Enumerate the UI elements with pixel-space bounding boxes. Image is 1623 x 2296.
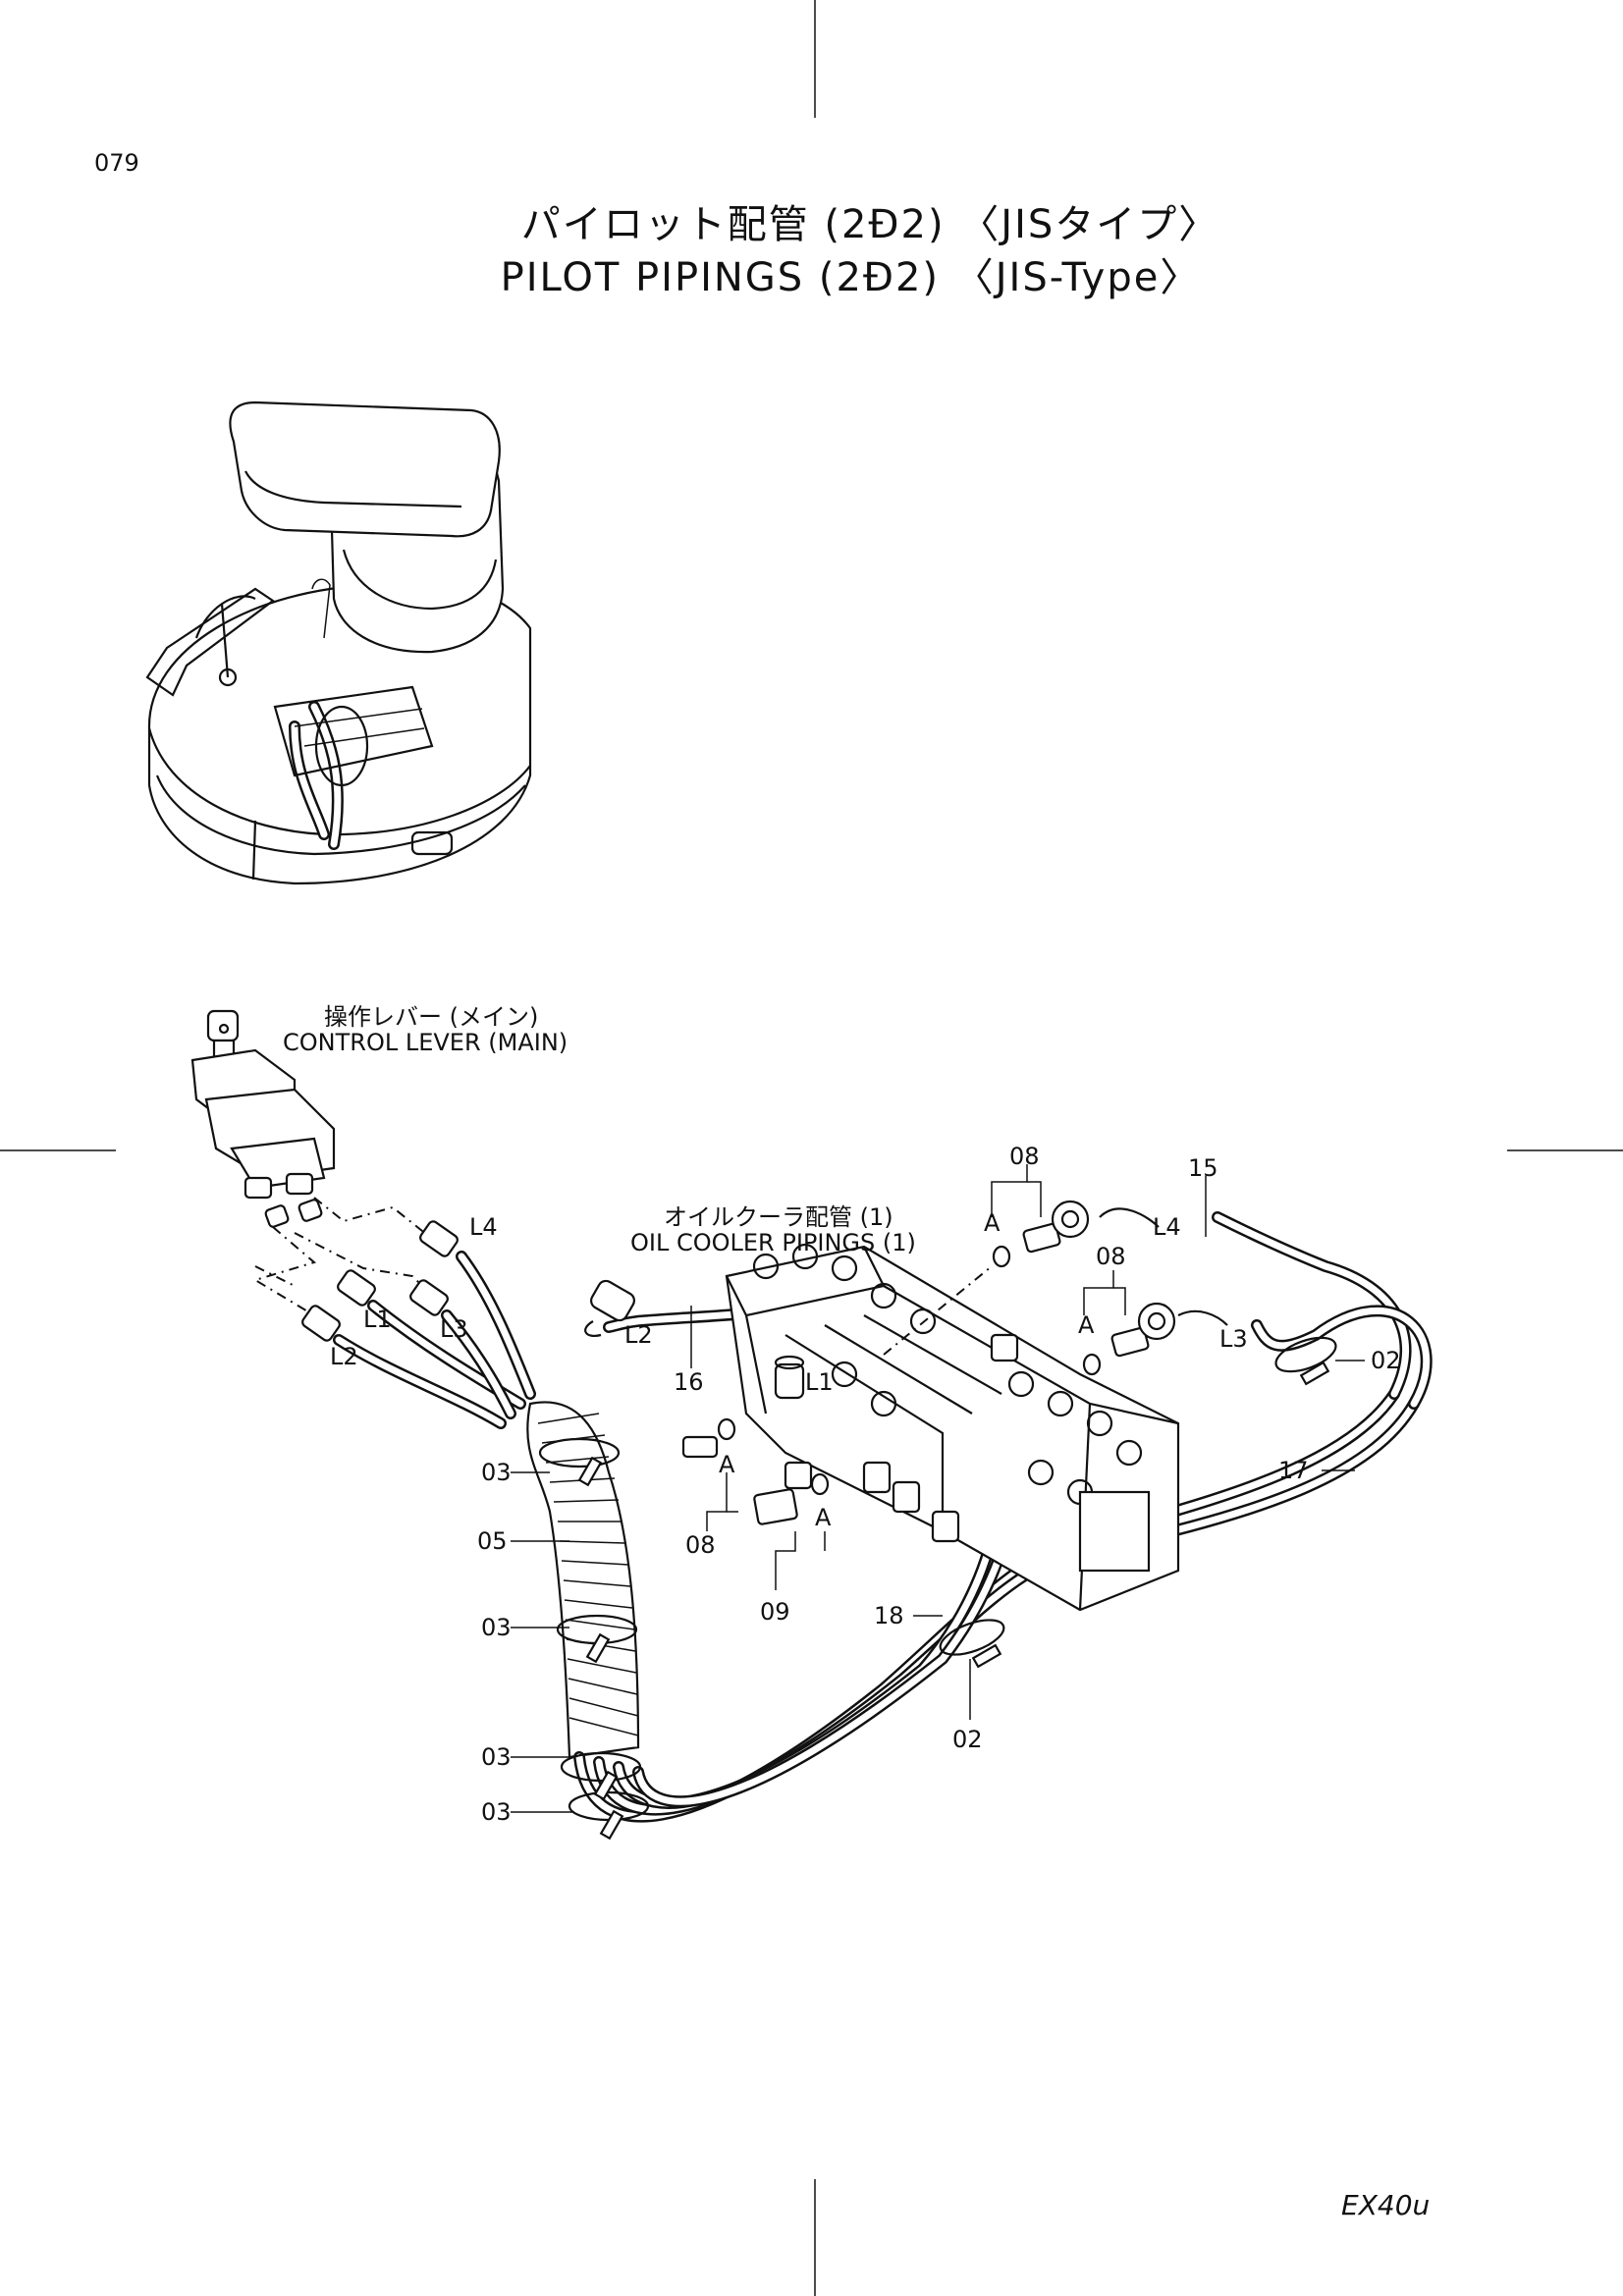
machine-overview-illustration <box>145 400 532 885</box>
callout-08-left: 08 <box>685 1531 716 1559</box>
port-label-l3-valve: L3 <box>1219 1325 1248 1353</box>
detail-mark-a-top: A <box>984 1209 1001 1237</box>
oil-cooler-fitting <box>584 1279 635 1337</box>
leader-l2-l1 <box>252 1226 317 1316</box>
detail-mark-a-elbow: A <box>815 1504 832 1531</box>
leader-l4 <box>313 1197 443 1248</box>
detail-mark-a-left: A <box>719 1451 735 1478</box>
detail-mark-a-right: A <box>1078 1311 1095 1339</box>
callout-03-upper: 03 <box>481 1459 512 1486</box>
callout-17: 17 <box>1278 1457 1309 1484</box>
callout-15: 15 <box>1188 1154 1218 1182</box>
callout-09: 09 <box>760 1598 790 1626</box>
callout-18: 18 <box>874 1602 904 1629</box>
page-title-english: PILOT PIPINGS (2Ð2) 〈JIS-Type〉 <box>500 255 1202 300</box>
right-fittings <box>992 1200 1228 1376</box>
lever-hoses <box>333 1251 536 1429</box>
control-lever-illustration <box>190 1009 336 1228</box>
valve-fittings <box>681 1355 830 1525</box>
port-label-l2-lever: L2 <box>330 1343 358 1370</box>
leader-mid <box>254 1265 296 1287</box>
port-label-l4-lever: L4 <box>469 1213 498 1241</box>
page-title-japanese: パイロット配管 (2Ð2) 〈JISタイプ〉 <box>520 202 1220 247</box>
port-label-l1-valve: L1 <box>805 1368 834 1396</box>
control-valve-block <box>725 1243 1180 1612</box>
control-lever-label-english: CONTROL LEVER (MAIN) <box>283 1029 568 1056</box>
oil-cooler-label-japanese: オイルクーラ配管 (1) <box>664 1203 893 1231</box>
callout-brackets <box>511 1164 1365 1813</box>
callout-03-lower: 03 <box>481 1743 512 1771</box>
port-label-l1-lever: L1 <box>363 1306 392 1333</box>
page-number: 079 <box>94 149 139 177</box>
lever-hose-fittings <box>301 1220 459 1342</box>
model-code: EX40u <box>1341 2189 1431 2221</box>
oil-cooler-label-english: OIL COOLER PIPINGS (1) <box>630 1229 916 1256</box>
callout-05: 05 <box>477 1527 508 1555</box>
callout-03-middle: 03 <box>481 1614 512 1641</box>
port-label-l4-valve: L4 <box>1153 1213 1181 1241</box>
hose-clamps <box>538 1336 1337 1841</box>
callout-16: 16 <box>674 1368 704 1396</box>
leader-l3 <box>294 1232 433 1297</box>
callout-02-bottom: 02 <box>952 1726 983 1753</box>
port-label-l3-lever: L3 <box>440 1315 468 1343</box>
port-label-l2-oil-cooler: L2 <box>624 1321 653 1349</box>
callout-08-top: 08 <box>1009 1143 1040 1170</box>
hose-protector-sleeve <box>526 1401 640 1759</box>
control-lever-label-japanese: 操作レバー (メイン) <box>324 1003 539 1031</box>
callout-03-bottom: 03 <box>481 1798 512 1826</box>
callout-08-right: 08 <box>1096 1243 1126 1270</box>
callout-02-right: 02 <box>1371 1347 1401 1374</box>
